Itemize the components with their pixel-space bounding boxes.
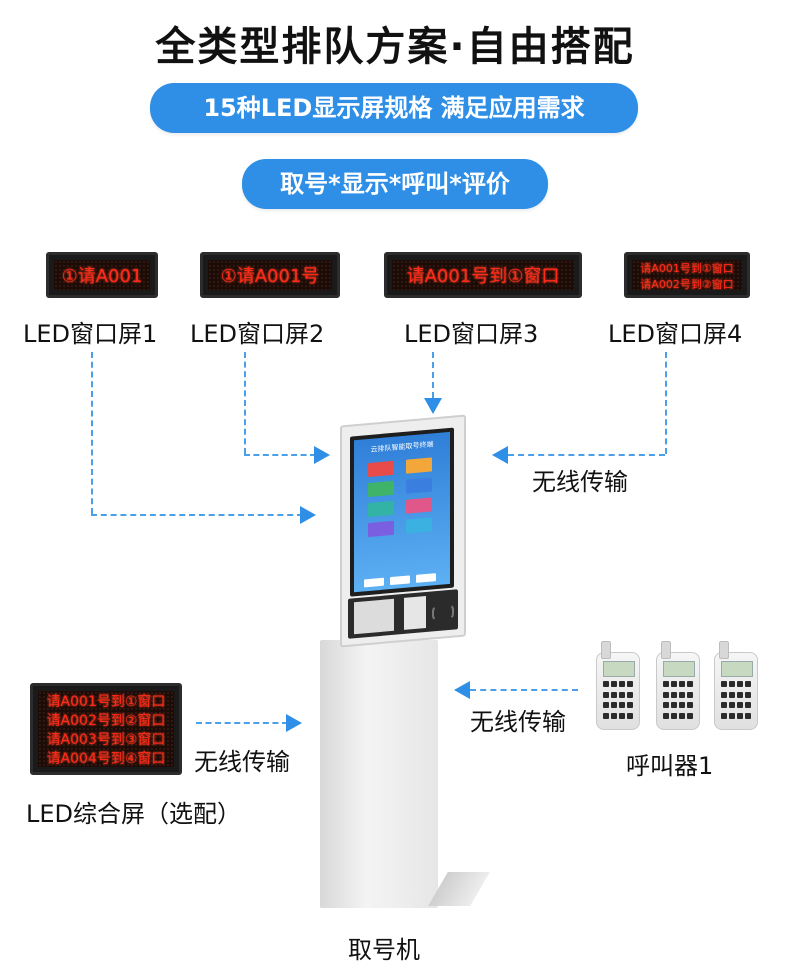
- screen-tile: [406, 497, 432, 514]
- screen-button: [390, 575, 410, 586]
- connector-line-4-vertical: [665, 352, 667, 454]
- screen-tile: [406, 457, 432, 474]
- led-text-line: 请A002号到②窗口: [46, 713, 166, 729]
- connector-line-1-vertical: [91, 352, 93, 514]
- led-window-screen-4: 请A001号到①窗口 请A002号到②窗口: [624, 252, 750, 298]
- pager-caption: 呼叫器1: [626, 752, 714, 780]
- arrow-right-icon: [314, 446, 330, 464]
- led-text-line: 请A001号到①窗口: [640, 262, 734, 275]
- pager-device: [656, 641, 700, 730]
- screen-tile: [368, 520, 394, 538]
- nfc-icon: [432, 603, 454, 622]
- led-combo-caption: LED综合屏（选配）: [26, 800, 242, 828]
- arrow-right-icon: [286, 714, 302, 732]
- led-text-line: 请A002号到②窗口: [640, 278, 734, 290]
- pager-device: [714, 641, 758, 730]
- kiosk-screen: 云排队智能取号终端: [350, 427, 454, 597]
- connector-line-2-horizontal: [244, 454, 316, 456]
- led-window-screen-2: ①请A001号: [200, 252, 340, 298]
- wireless-label-combo: 无线传输: [194, 748, 290, 776]
- kiosk-stand: [320, 640, 438, 908]
- screen-tile: [368, 480, 394, 498]
- led-window-caption-2: LED窗口屏2: [190, 320, 325, 348]
- arrow-left-icon: [492, 446, 508, 464]
- kiosk-panel: [348, 589, 458, 639]
- led-text-line: ①请A001号: [220, 266, 320, 287]
- led-window-screen-3: 请A001号到①窗口: [384, 252, 582, 298]
- connector-line-2-vertical: [244, 352, 246, 454]
- pager-device: [596, 641, 640, 730]
- card-reader: [404, 595, 426, 630]
- led-window-caption-4: LED窗口屏4: [608, 320, 743, 348]
- connector-line-combo: [196, 722, 288, 724]
- arrow-left-icon: [454, 681, 470, 699]
- arrow-down-icon: [424, 398, 442, 414]
- screen-button: [364, 577, 384, 588]
- connector-line-4-horizontal: [508, 454, 665, 456]
- led-text-line: 请A001号到①窗口: [46, 694, 166, 710]
- page-title: 全类型排队方案·自由搭配: [155, 24, 635, 70]
- connector-line-3-vertical: [432, 352, 434, 398]
- banner-features: 取号*显示*呼叫*评价: [242, 159, 548, 209]
- printer-slot: [354, 598, 394, 635]
- screen-tile: [368, 460, 394, 478]
- kiosk-head: 云排队智能取号终端: [340, 414, 466, 648]
- led-window-screen-1: ①请A001: [46, 252, 158, 298]
- led-window-caption-3: LED窗口屏3: [404, 320, 539, 348]
- connector-line-1-horizontal: [91, 514, 303, 516]
- screen-tile: [406, 517, 432, 534]
- screen-tile: [368, 500, 394, 518]
- kiosk-screen-title: 云排队智能取号终端: [370, 440, 434, 454]
- connector-line-pager: [470, 689, 578, 691]
- led-text-line: 请A001号到①窗口: [406, 266, 560, 287]
- led-text-line: 请A004号到④窗口: [46, 751, 166, 767]
- led-window-caption-1: LED窗口屏1: [23, 320, 158, 348]
- led-text-line: ①请A001: [61, 266, 143, 287]
- screen-button: [416, 573, 436, 583]
- screen-tile: [406, 477, 432, 494]
- led-text-line: 请A003号到③窗口: [46, 732, 166, 748]
- kiosk-caption: 取号机: [348, 936, 420, 964]
- led-combo-screen: 请A001号到①窗口 请A002号到②窗口 请A003号到③窗口 请A004号到…: [30, 683, 182, 775]
- wireless-label-pager: 无线传输: [470, 708, 566, 736]
- arrow-right-icon: [300, 506, 316, 524]
- banner-led-specs: 15种LED显示屏规格 满足应用需求: [150, 83, 638, 133]
- wireless-label-right: 无线传输: [532, 468, 628, 496]
